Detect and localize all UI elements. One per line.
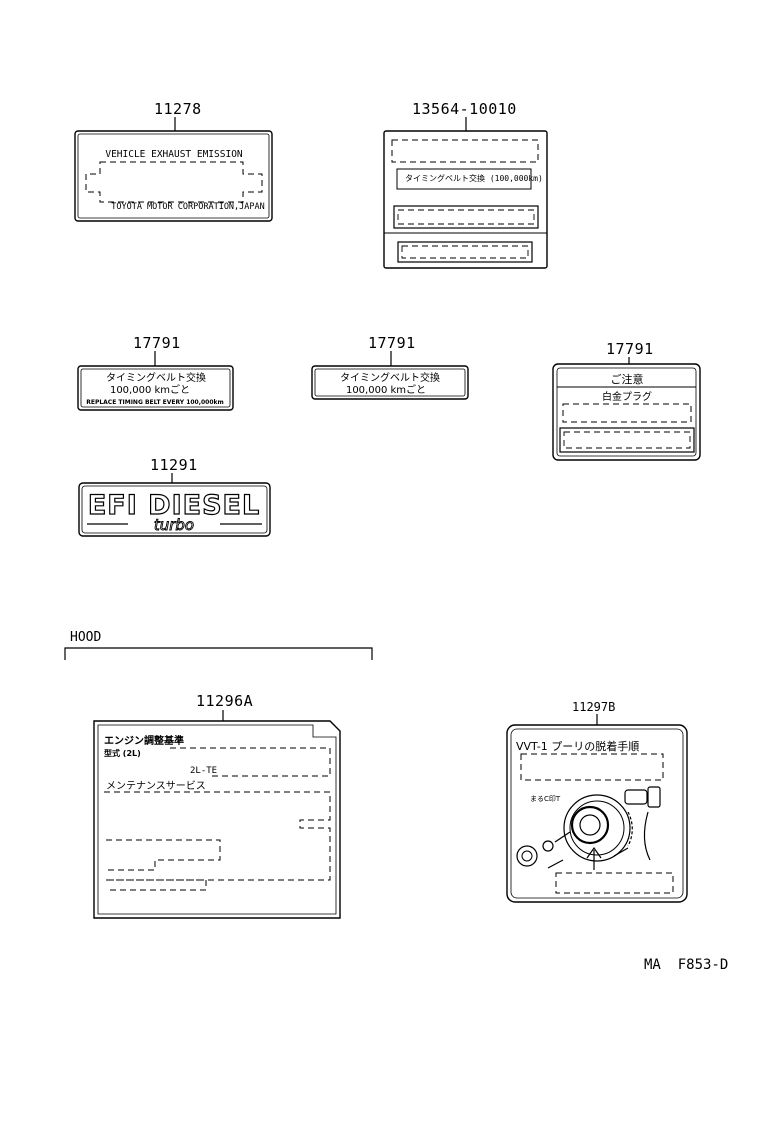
label-17791-center-line1: タイミングベルト交換 xyxy=(340,371,440,384)
label-11297B: VVT-1 プーリの脱着手順 まるC印T xyxy=(506,724,688,903)
label-11296A-line4: メンテナンスサービス xyxy=(106,780,206,792)
label-11278-line2: TOYOTA MOTOR CORPORATION,JAPAN xyxy=(111,202,265,212)
label-17791-center-line2: 100,000 kmごと xyxy=(346,383,426,396)
label-11278-line1: VEHICLE EXHAUST EMISSION xyxy=(105,149,243,160)
label-17791-right-line2: 白金プラグ xyxy=(602,390,652,403)
label-17791-left-line3: REPLACE TIMING BELT EVERY 100,000km xyxy=(86,399,224,406)
footer-code: MA F853-D xyxy=(644,957,729,973)
label-11296A-line1: エンジン調整基準 xyxy=(104,734,184,747)
part-number-17791-right: 17791 xyxy=(606,340,654,358)
label-17791-center: タイミングベルト交換 100,000 kmごと xyxy=(311,365,469,400)
pulley-illustration xyxy=(516,786,661,870)
emblem-11291-sub-text: turbo xyxy=(154,516,194,534)
label-17791-left-line1: タイミングベルト交換 xyxy=(106,371,206,384)
label-17791-left-line2: 100,000 kmごと xyxy=(110,383,190,396)
part-number-11278: 11278 xyxy=(154,100,202,118)
part-number-11296A: 11296A xyxy=(196,692,254,710)
label-17791-right: ご注意 白金プラグ xyxy=(552,363,701,461)
label-13564-line1: タイミングベルト交換 (100,000km) xyxy=(405,173,543,183)
label-11297B-line1: VVT-1 プーリの脱着手順 xyxy=(516,739,639,753)
part-number-17791-center: 17791 xyxy=(368,334,416,352)
hood-label: HOOD xyxy=(70,630,102,645)
label-11297B-small-caption: まるC印T xyxy=(530,795,561,803)
label-11296A: エンジン調整基準 型式 (2L) 2L-TE メンテナンスサービス xyxy=(93,720,341,919)
label-11278: VEHICLE EXHAUST EMISSION TOYOTA MOTOR CO… xyxy=(74,130,273,222)
part-number-17791-left: 17791 xyxy=(133,334,181,352)
part-number-13564-10010: 13564-10010 xyxy=(412,100,517,118)
part-number-11297B: 11297B xyxy=(572,700,616,714)
leader-lines xyxy=(154,117,630,725)
label-13564-10010: タイミングベルト交換 (100,000km) xyxy=(383,130,548,269)
label-17791-right-line1: ご注意 xyxy=(611,372,644,386)
emblem-11291-logo-text: EFI DIESEL xyxy=(88,490,260,521)
hood-bracket xyxy=(64,647,373,660)
label-17791-left: タイミングベルト交換 100,000 kmごと REPLACE TIMING B… xyxy=(77,365,234,411)
label-11296A-line3: 2L-TE xyxy=(190,766,217,776)
emblem-11291: EFI DIESEL turbo xyxy=(78,482,271,537)
part-number-11291: 11291 xyxy=(150,456,198,474)
label-11296A-line2: 型式 (2L) xyxy=(104,748,141,758)
